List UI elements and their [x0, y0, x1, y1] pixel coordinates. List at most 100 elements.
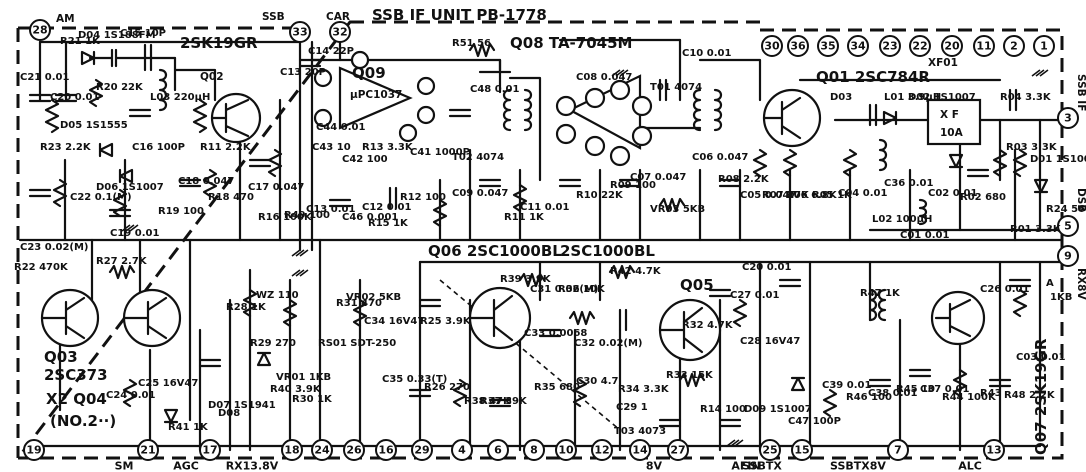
part-label: WZ 110 [256, 290, 299, 301]
part-label: C22 0.1(M) [70, 192, 132, 203]
terminal-bottom-13-label: ALC [958, 460, 982, 472]
terminal-bottom-29[interactable]: 29 [411, 439, 433, 461]
part-label: T02 4074 [452, 152, 504, 163]
part-label: C07 0.047 [630, 172, 686, 183]
q04-ref: X2 Q04 [46, 390, 107, 408]
part-label: RS01 SDT-250 [318, 338, 396, 349]
part-label: D04 1S188FM [78, 30, 156, 41]
terminal-right-9[interactable]: 9 [1057, 245, 1079, 267]
part-label: C35 0.33(T) [382, 374, 447, 385]
terminal-car-label: CAR [326, 11, 350, 23]
terminal-top-34[interactable]: 34 [847, 35, 869, 57]
label-ssb-if: SSB IF [1075, 74, 1086, 111]
q07-ref: Q07 2SK19GR [1032, 338, 1050, 455]
diodes [80, 50, 1049, 424]
svg-text:20: 20 [944, 40, 960, 53]
svg-text:1: 1 [1040, 40, 1048, 53]
terminal-right-3[interactable]: 3 [1057, 107, 1079, 129]
part-label: R05 1K [812, 190, 853, 201]
part-label: C17 0.047 [248, 182, 304, 193]
part-label: C02 0.01 [928, 188, 977, 199]
q03-part: 2SC373 [44, 366, 108, 384]
terminal-top-23[interactable]: 23 [879, 35, 901, 57]
terminal-ssb[interactable]: 33 [289, 21, 311, 43]
xf01-ref: XF01 [928, 57, 958, 69]
terminal-bottom-4[interactable]: 4 [451, 439, 473, 461]
part-label: C29 1 [616, 402, 648, 413]
part-label: R24 560 [1046, 204, 1086, 215]
part-label: R19 100 [158, 206, 204, 217]
svg-text:32: 32 [332, 26, 347, 39]
terminal-bottom-13[interactable]: 13 [983, 439, 1005, 461]
part-label: C15 10P [120, 28, 166, 39]
part-label: D01 1S1007 [1030, 154, 1086, 165]
svg-text:11: 11 [976, 40, 991, 53]
part-label: C30 4.7 [576, 376, 618, 387]
part-label: R37 39K [480, 396, 528, 407]
terminal-bottom-14[interactable]: 14 [629, 439, 651, 461]
terminal-bottom-12[interactable]: 12 [591, 439, 613, 461]
terminal-top-20[interactable]: 20 [941, 35, 963, 57]
terminal-bottom-6[interactable]: 6 [487, 439, 509, 461]
terminal-bottom-10[interactable]: 10 [555, 439, 577, 461]
terminal-top-30[interactable]: 30 [761, 35, 783, 57]
svg-text:15: 15 [794, 444, 809, 457]
terminal-bottom-15[interactable]: 15 [791, 439, 813, 461]
svg-text:13: 13 [986, 444, 1001, 457]
transistor-q04 [122, 288, 182, 348]
part-label: C04 0.01 [838, 188, 887, 199]
part-label: T03 4073 [614, 426, 666, 437]
terminal-right-5[interactable]: 5 [1057, 215, 1079, 237]
part-label: C20 0.01 [50, 92, 99, 103]
part-label: C41 1000P [410, 147, 470, 158]
part-label: C48 0.01 [470, 84, 519, 95]
part-label: R51 56 [452, 38, 491, 49]
svg-text:23: 23 [882, 40, 897, 53]
part-label: C21 0.01 [20, 72, 69, 83]
part-label: C12 0.01 [362, 202, 411, 213]
terminal-am[interactable]: 28 [29, 19, 51, 41]
terminal-top-35[interactable]: 35 [817, 35, 839, 57]
part-label: R40 3.9K [270, 384, 322, 395]
xf01-line1: X F [940, 109, 959, 121]
terminal-bottom-27[interactable]: 27 [667, 439, 689, 461]
part-label: VR02 5KB [346, 292, 401, 303]
part-label: R16 100K [258, 212, 313, 223]
part-label: R01 3.3K [1010, 224, 1062, 235]
terminal-bottom-19[interactable]: 19 [23, 439, 45, 461]
part-label: R32 4.7K [682, 320, 734, 331]
terminal-bottom-8[interactable]: 8 [523, 439, 545, 461]
terminal-top-1[interactable]: 1 [1033, 35, 1055, 57]
terminal-bottom-7-label: SSBTX8V [830, 460, 886, 472]
terminal-top-22[interactable]: 22 [909, 35, 931, 57]
svg-text:2: 2 [1010, 40, 1018, 53]
part-label: R29 270 [250, 338, 296, 349]
terminal-top-11[interactable]: 11 [973, 35, 995, 57]
part-label: C14 22P [308, 46, 354, 57]
part-label: R08 2.2K [718, 174, 770, 185]
terminal-bottom-7[interactable]: 7 [887, 439, 909, 461]
terminal-bottom-26[interactable]: 26 [343, 439, 365, 461]
terminal-bottom-25[interactable]: 25 [759, 439, 781, 461]
part-label: R07 27K [762, 190, 810, 201]
part-label: C01 0.01 [900, 230, 949, 241]
part-label: R28 1K [226, 302, 267, 313]
terminal-bottom-17-label: AGC [173, 460, 199, 472]
svg-text:19: 19 [26, 444, 41, 457]
part-label: C28 16V47 [740, 336, 800, 347]
terminal-bottom-16[interactable]: 16 [375, 439, 397, 461]
capacitors [28, 43, 1032, 428]
svg-text:7: 7 [894, 444, 902, 457]
terminal-top-36[interactable]: 36 [787, 35, 809, 57]
part-label: D08 [218, 408, 240, 419]
terminal-bottom-18[interactable]: 18 [281, 439, 303, 461]
terminal-car[interactable]: 32 [329, 21, 351, 43]
terminal-bottom-17[interactable]: 17 [199, 439, 221, 461]
part-label: C10 0.01 [682, 48, 731, 59]
terminal-bottom-21[interactable]: 21 [137, 439, 159, 461]
terminal-top-2[interactable]: 2 [1003, 35, 1025, 57]
part-label: C13 20P [280, 67, 326, 78]
part-label: R33 15K [666, 370, 714, 381]
terminal-bottom-24[interactable]: 24 [311, 439, 333, 461]
